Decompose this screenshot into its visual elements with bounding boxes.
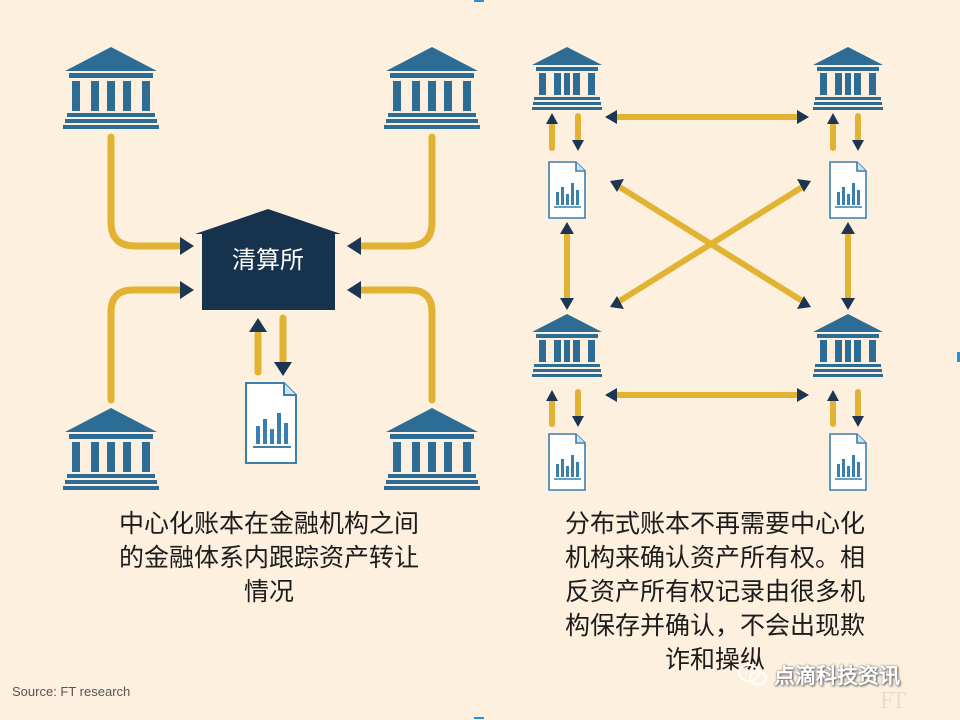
document-chart-icon [829,161,867,219]
arrowhead-icon [797,388,809,402]
connector-bottom-right [358,286,436,404]
watermark: 点滴科技资讯 [738,660,900,690]
arrowhead-icon [841,222,855,234]
caption-line: 反资产所有权记录由很多机 [564,577,865,606]
arrowhead-icon [797,110,809,124]
document-chart-icon [548,433,586,491]
bank-building-icon [384,408,480,490]
caption-distributed-ledger: 分布式账本不再需要中心化 机构来确认资产所有权。相 反资产所有权记录由很多机 构… [544,507,886,677]
arrowhead-icon [249,318,267,332]
arrowhead-icon [274,362,292,376]
ft-logo: FT [880,688,906,714]
arrowhead-icon [347,237,361,255]
arrowhead-icon [560,298,574,310]
divider-tick-top [474,0,484,2]
bank-building-icon [384,47,480,129]
arrowhead-icon [347,281,361,299]
caption-line: 构保存并确认，不会出现欺 [564,611,865,640]
arrowhead-icon [605,110,617,124]
bank-building-icon [63,408,159,490]
document-chart-icon [829,433,867,491]
arrowhead-icon [572,140,584,151]
arrowhead-icon [797,296,811,309]
document-chart-icon [548,161,586,219]
caption-centralized-ledger: 中心化账本在金融机构之间 的金融体系内跟踪资产转让 情况 [96,507,442,609]
connector-diagonal-up [615,183,807,305]
arrowhead-icon [841,298,855,310]
bank-building-icon [813,47,883,110]
caption-line: 情况 [243,577,294,606]
arrowhead-icon [852,416,864,427]
watermark-text: 点滴科技资讯 [774,664,900,688]
clearing-house-label: 清算所 [232,246,304,274]
caption-line: 的金融体系内跟踪资产转让 [118,543,419,572]
arrowhead-icon [610,179,624,192]
caption-line: 分布式账本不再需要中心化 [564,509,865,538]
arrowhead-icon [797,179,811,192]
arrowhead-icon [572,416,584,427]
connector-top-left [107,133,182,250]
connector-top-right [358,133,436,250]
bank-building-icon [63,47,159,129]
arrowhead-icon [560,222,574,234]
arrowhead-icon [546,113,558,124]
bank-building-icon [813,314,883,377]
caption-line: 机构来确认资产所有权。相 [564,543,865,572]
clearing-house [195,209,341,310]
document-chart-icon [245,382,297,464]
caption-line: 中心化账本在金融机构之间 [118,509,419,538]
edge-tick-right [957,352,960,362]
arrowhead-icon [546,390,558,401]
arrowhead-icon [180,281,194,299]
arrowhead-icon [605,388,617,402]
arrowhead-icon [852,140,864,151]
divider-tick-bottom [474,717,484,719]
arrowhead-icon [610,296,624,309]
arrowhead-icon [180,237,194,255]
wechat-icon [738,664,767,686]
arrowhead-icon [827,390,839,401]
arrowhead-icon [827,113,839,124]
bank-building-icon [532,47,602,110]
connector-bottom-left [107,286,182,404]
source-note: Source: FT research [12,684,131,699]
bank-building-icon [532,314,602,377]
caption-line: 诈和操纵 [664,645,765,674]
